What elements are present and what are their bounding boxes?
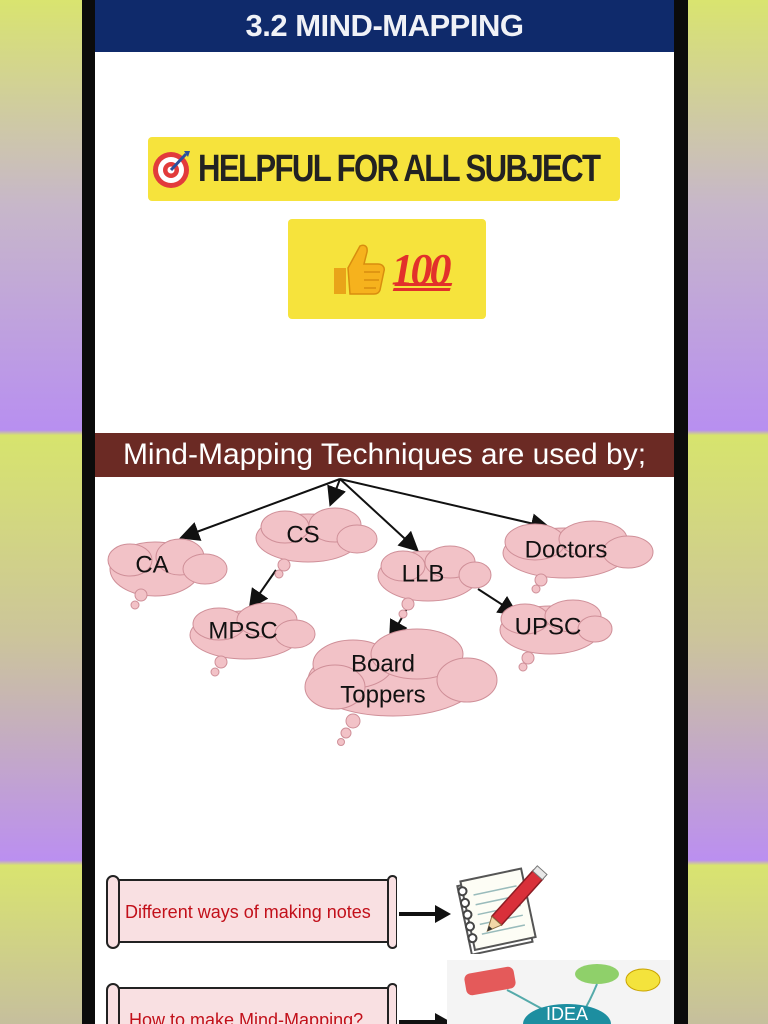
cloud-mpsc — [189, 602, 316, 677]
svg-text:IDEA: IDEA — [546, 1004, 588, 1024]
node-label-llb: LLB — [402, 560, 445, 587]
hundred-points-icon: 100 — [391, 244, 452, 294]
node-label-ca: CA — [135, 551, 168, 578]
thumbs-up-icon — [333, 244, 385, 295]
cloud-board-toppers — [304, 628, 498, 746]
link-different-ways-of-making-notes[interactable]: Different ways of making notes — [105, 874, 397, 950]
idea-icon[interactable]: IDEA — [447, 960, 674, 1024]
link-label: How to make Mind-Mapping? — [129, 1009, 364, 1024]
approval-box: 100 — [288, 219, 486, 319]
node-label-toppers: Toppers — [340, 681, 425, 708]
scroll-banner — [106, 983, 397, 1024]
node-label-board: Board — [351, 650, 415, 677]
screen: 3.2 MIND-MAPPING HELPFUL FOR ALL SUBJECT… — [95, 0, 674, 1024]
cloud-upsc — [499, 599, 613, 672]
helpful-banner: HELPFUL FOR ALL SUBJECT — [148, 137, 620, 201]
link-how-to-make-mind-mapping[interactable]: How to make Mind-Mapping? — [105, 982, 397, 1024]
target-icon — [153, 151, 191, 188]
node-label-doctors: Doctors — [525, 536, 608, 563]
arrow-cs-mpsc — [248, 569, 277, 610]
phone-frame: 3.2 MIND-MAPPING HELPFUL FOR ALL SUBJECT… — [82, 0, 688, 1024]
section-title: Mind-Mapping Techniques are used by; — [95, 433, 674, 477]
link-label: Different ways of making notes — [125, 901, 371, 922]
cloud-doctors — [502, 520, 654, 594]
arrow-right-icon — [399, 905, 451, 923]
page-title: 3.2 MIND-MAPPING — [95, 0, 674, 52]
mind-map-diagram: CA CS LLB Doctors MPSC UPSC Board Topper… — [107, 478, 654, 746]
node-label-mpsc: MPSC — [208, 617, 277, 644]
notepad-pencil-icon[interactable] — [449, 864, 549, 954]
node-label-upsc: UPSC — [515, 613, 582, 640]
cloud-cs — [255, 507, 378, 579]
arrow-to-ca — [179, 478, 341, 541]
cloud-llb — [377, 545, 492, 619]
helpful-text: HELPFUL FOR ALL SUBJECT — [198, 147, 601, 190]
node-label-cs: CS — [286, 521, 319, 548]
arrow-right-icon — [399, 1013, 451, 1024]
arrow-to-cs — [327, 478, 346, 507]
arrow-to-doctors — [339, 478, 551, 534]
cloud-ca — [107, 538, 228, 610]
scroll-banner — [106, 875, 397, 949]
arrow-to-llb — [339, 478, 419, 552]
